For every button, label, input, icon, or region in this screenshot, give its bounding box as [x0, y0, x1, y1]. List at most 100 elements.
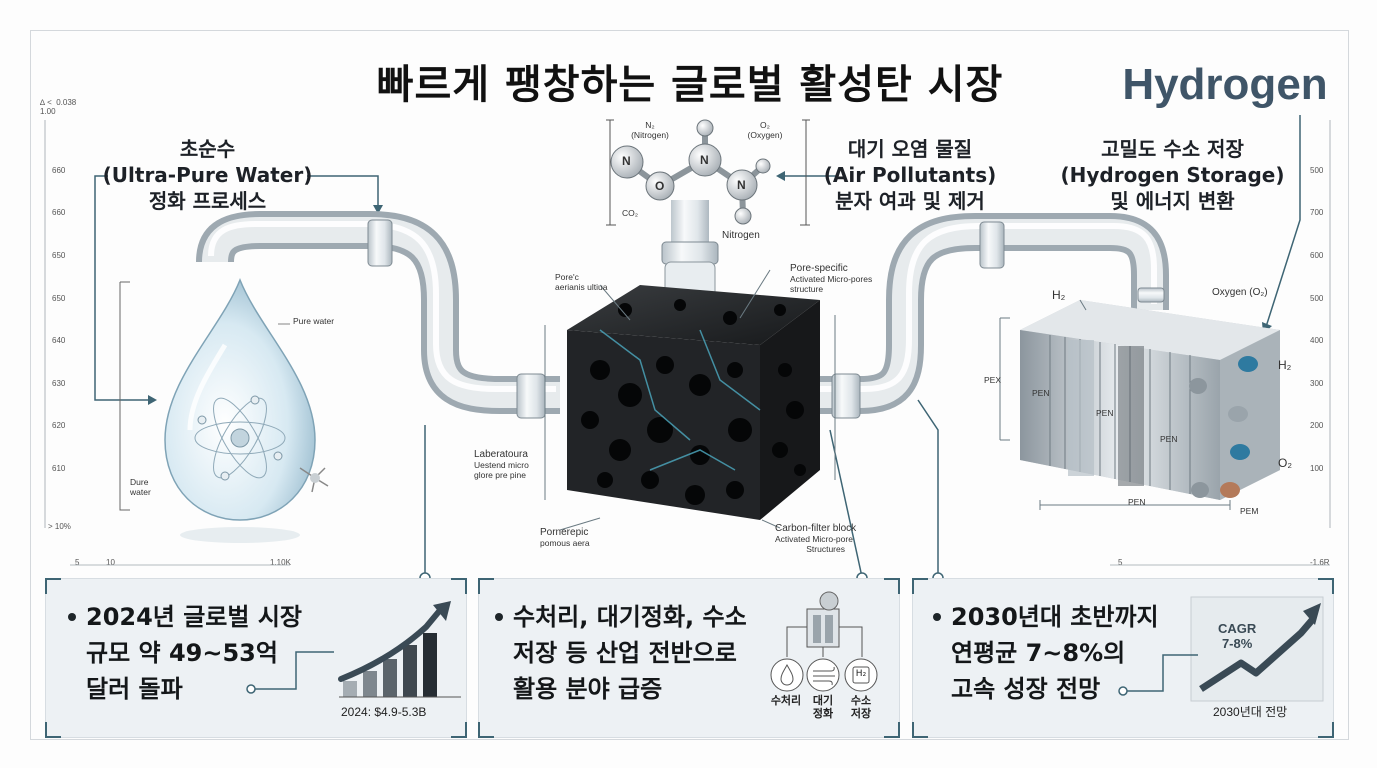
- h2-right-label: H₂: [1278, 358, 1292, 372]
- laboratory-label: Laberatoura Uestend micro glore pre pine: [474, 450, 529, 481]
- growth-text: 2030년대 초반까지 연평균 7~8%의 고속 성장 전망: [951, 599, 1159, 707]
- n2-symbol: N₂: [645, 120, 655, 130]
- atom-label: N: [622, 154, 631, 168]
- pore-specific-line: Pore-specific: [790, 263, 848, 274]
- carbon-cube: [567, 285, 820, 520]
- corner-mark: [45, 578, 61, 594]
- growth-panel: 2030년대 초반까지 연평균 7~8%의 고속 성장 전망 CAGR 7-8%…: [912, 578, 1334, 738]
- outer-frame: [30, 30, 1349, 740]
- text-line: 2030년대 초반까지: [951, 603, 1159, 631]
- corner-mark: [912, 722, 928, 738]
- ruler-label: 640: [52, 336, 66, 345]
- right-pipe: [800, 213, 1169, 419]
- corner-mark: [478, 578, 494, 594]
- market-size-panel: 2024년 글로벌 시장 규모 약 49~53억 달러 돌파 2024: $4.…: [45, 578, 467, 738]
- o2-name: (Oxygen): [747, 130, 783, 140]
- droplet-bottom-line: Dure: [130, 477, 149, 487]
- ruler-label: 610: [52, 464, 66, 473]
- connector-line: [1118, 654, 1198, 696]
- ruler-label: 620: [52, 421, 66, 430]
- brand-word: Hydrogen: [1122, 60, 1328, 109]
- laboratory-line: glore pre pine: [474, 470, 526, 480]
- corner-mark: [1318, 578, 1334, 594]
- ruler-label: -1.6R: [1310, 558, 1330, 567]
- cagr-title: CAGR: [1218, 621, 1257, 636]
- o2-label: O₂ (Oxygen): [735, 120, 795, 140]
- pem-label: PEM: [1240, 506, 1259, 516]
- left-pipe: [196, 211, 560, 419]
- corner-mark: [451, 722, 467, 738]
- ruler-label: 200: [1310, 421, 1324, 430]
- ruler-label: 400: [1310, 336, 1324, 345]
- air-purification-label: 대기 정화: [812, 694, 834, 720]
- corner-mark: [1318, 722, 1334, 738]
- pornerepic-line: Pornerepic: [540, 527, 589, 538]
- ruler-label: 660: [52, 166, 66, 175]
- hydrogen-icon-glyph: H₂: [855, 669, 867, 679]
- ruler-label: 650: [52, 251, 66, 260]
- carbon-filter-label: Carbon-filter block Activated Micro-pore…: [775, 523, 857, 555]
- co2-label: CO₂: [622, 208, 639, 218]
- nitrogen-label: Nitrogen: [722, 230, 760, 241]
- ruler-label: ∆ < 0.038 1.00: [40, 98, 77, 116]
- laboratory-line: Uestend micro: [474, 460, 529, 470]
- ruler-label: 1.10K: [270, 558, 291, 567]
- corner-mark: [912, 578, 928, 594]
- bullet-dot: [933, 613, 941, 621]
- pornerepic-label: Pornerepic pomous aera: [540, 527, 590, 549]
- ruler-label: 660: [52, 208, 66, 217]
- ruler-label: 630: [52, 379, 66, 388]
- growth-arrow-chart: [1190, 596, 1324, 702]
- text-line: 연평균 7~8%의: [951, 639, 1126, 667]
- caption-line: 분자 여과 및 제거: [835, 189, 985, 213]
- pen-bottom-label: PEN: [1128, 497, 1146, 507]
- text-line: 달러 돌파: [86, 675, 183, 703]
- atom-label: N: [737, 178, 746, 192]
- pore-label: Pore'c aerianis ultiua: [555, 272, 607, 292]
- caption-hydrogen-storage: 고밀도 수소 저장 (Hydrogen Storage) 및 에너지 변환: [1060, 136, 1285, 214]
- text-line: 규모 약 49~53억: [86, 639, 278, 667]
- corner-mark: [884, 578, 900, 594]
- cagr-label: CAGR 7-8%: [1218, 621, 1256, 651]
- pore-specific-line: structure: [790, 284, 824, 294]
- corner-mark: [478, 722, 494, 738]
- bullet-dot: [68, 613, 76, 621]
- caption-line: 대기 오염 물질: [847, 137, 973, 161]
- corner-mark: [45, 722, 61, 738]
- pore-specific-label: Pore-specific Activated Micro-pores stru…: [790, 263, 872, 295]
- droplet-bottom-label: Dure water: [130, 477, 151, 497]
- text-line: 저장 등 산업 전반으로: [513, 639, 737, 667]
- top-pipe: [661, 200, 719, 303]
- applications-panel: 수처리, 대기정화, 수소 저장 등 산업 전반으로 활용 분야 급증 H₂ 수…: [478, 578, 900, 738]
- ruler-label: 300: [1310, 379, 1324, 388]
- caption-line: 정화 프로세스: [148, 189, 267, 213]
- ruler-label: 5: [1118, 558, 1123, 567]
- ruler-label: 700: [1310, 208, 1324, 217]
- o2-symbol: O₂: [760, 120, 770, 130]
- caption-line: 초순수: [179, 137, 236, 161]
- ruler-label: 10: [106, 558, 115, 567]
- caption-ultrapure-water: 초순수 (Ultra-Pure Water) 정화 프로세스: [100, 136, 315, 214]
- pen-label: PEN: [1096, 408, 1114, 418]
- ruler-label: 650: [52, 294, 66, 303]
- fuel-cell: [1020, 300, 1280, 500]
- ruler-label: > 10%: [48, 522, 71, 531]
- droplet-bottom-line: water: [130, 487, 151, 497]
- caption-line: (Hydrogen Storage): [1060, 163, 1285, 187]
- n2-name: (Nitrogen): [631, 130, 669, 140]
- ruler-label: 600: [1310, 251, 1324, 260]
- carbon-filter-line: Activated Micro-pore: [775, 534, 853, 544]
- pure-water-label: Pure water: [293, 316, 335, 326]
- pen-label: PEN: [1160, 434, 1178, 444]
- corner-mark: [451, 578, 467, 594]
- ruler-label: 500: [1310, 166, 1324, 175]
- connector-line: [246, 651, 334, 694]
- pore-line: aerianis ultiua: [555, 282, 608, 292]
- ruler-label: 100: [1310, 464, 1324, 473]
- n2-label: N₂ (Nitrogen): [620, 120, 680, 140]
- application-icons: [770, 591, 878, 692]
- caption-line: 및 에너지 변환: [1110, 189, 1235, 213]
- market-size-text: 2024년 글로벌 시장 규모 약 49~53억 달러 돌파: [86, 599, 302, 707]
- carbon-filter-line: Carbon-filter block: [775, 523, 857, 534]
